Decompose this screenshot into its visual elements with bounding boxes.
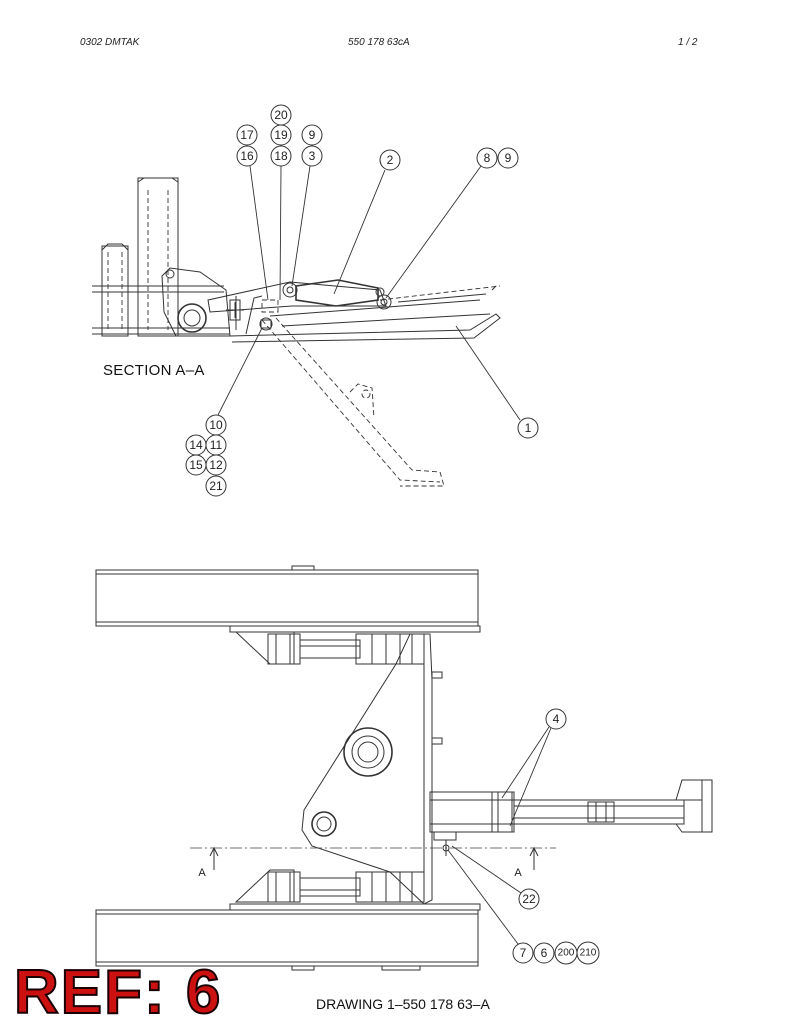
callout-19-label: 19 [274,128,288,142]
callout-17-label: 17 [240,128,254,142]
plan-view: A A [95,565,713,971]
header-part-number: 550 178 63cA [348,37,410,48]
section-view [92,177,501,487]
callout-15-label: 15 [189,458,203,472]
callouts-plan: 4 22 7 6 200 210 [447,708,600,965]
callout-17 [236,124,258,146]
callout-4 [545,708,567,730]
callout-21 [205,475,227,497]
callout-10-label: 10 [209,418,223,432]
upper-cylinder [299,639,361,659]
callout-9-right [497,147,519,169]
drawing-number: DRAWING 1–550 178 63–A [316,996,490,1012]
callout-20-label: 20 [274,108,288,122]
callouts-section: 20 17 19 9 16 18 3 2 8 9 1 10 14 [185,104,539,497]
callout-1 [517,417,539,439]
callout-3-label: 3 [309,149,316,163]
track-upper [95,569,479,627]
callout-9-top [301,124,323,146]
callout-11-label: 11 [210,438,223,452]
callout-4-label: 4 [553,712,560,726]
callout-200-label: 200 [558,948,575,959]
callout-7 [512,942,534,964]
section-marker-left: A [198,867,206,879]
main-arm [229,313,501,343]
callout-8-label: 8 [484,151,491,165]
callout-12 [205,454,227,476]
header-page-number: 1 / 2 [678,37,698,48]
ref-stamp: REF: 6 [13,958,223,1027]
callout-9-top-label: 9 [309,128,316,142]
frame-pivot [311,811,337,837]
callout-6-label: 6 [541,946,548,960]
callout-210-label: 210 [580,948,597,959]
callout-16-label: 16 [240,149,254,163]
boom-end-plate [675,779,713,833]
slew-bearing [343,727,393,777]
callout-9-right-label: 9 [505,151,512,165]
callout-18-label: 18 [274,149,288,163]
callout-14-label: 14 [189,438,203,452]
pivot-pin [177,303,207,333]
callout-19 [270,124,292,146]
bracket-plate [161,267,231,337]
central-frame [301,633,433,905]
boom-arm [513,799,685,825]
short-post [101,245,129,337]
header-doc-code: 0302 DMTAK [80,37,140,48]
vertical-post [137,177,179,337]
callout-210 [576,941,600,965]
callout-1-label: 1 [525,421,532,435]
hydraulic-cylinder [207,281,387,313]
callout-12-label: 12 [209,458,223,472]
callout-6 [533,942,555,964]
callout-8 [476,147,498,169]
callout-7-label: 7 [520,946,527,960]
callout-22-label: 22 [522,892,536,906]
callout-2 [379,149,401,171]
callout-16 [236,145,258,167]
callout-2-label: 2 [387,153,394,167]
callout-22 [518,888,540,910]
callout-3 [301,145,323,167]
section-title: SECTION A–A [103,362,205,379]
section-marker-right: A [514,867,522,879]
callout-21-label: 21 [209,479,223,493]
boom-base [429,791,515,833]
lower-cylinder [299,877,361,897]
